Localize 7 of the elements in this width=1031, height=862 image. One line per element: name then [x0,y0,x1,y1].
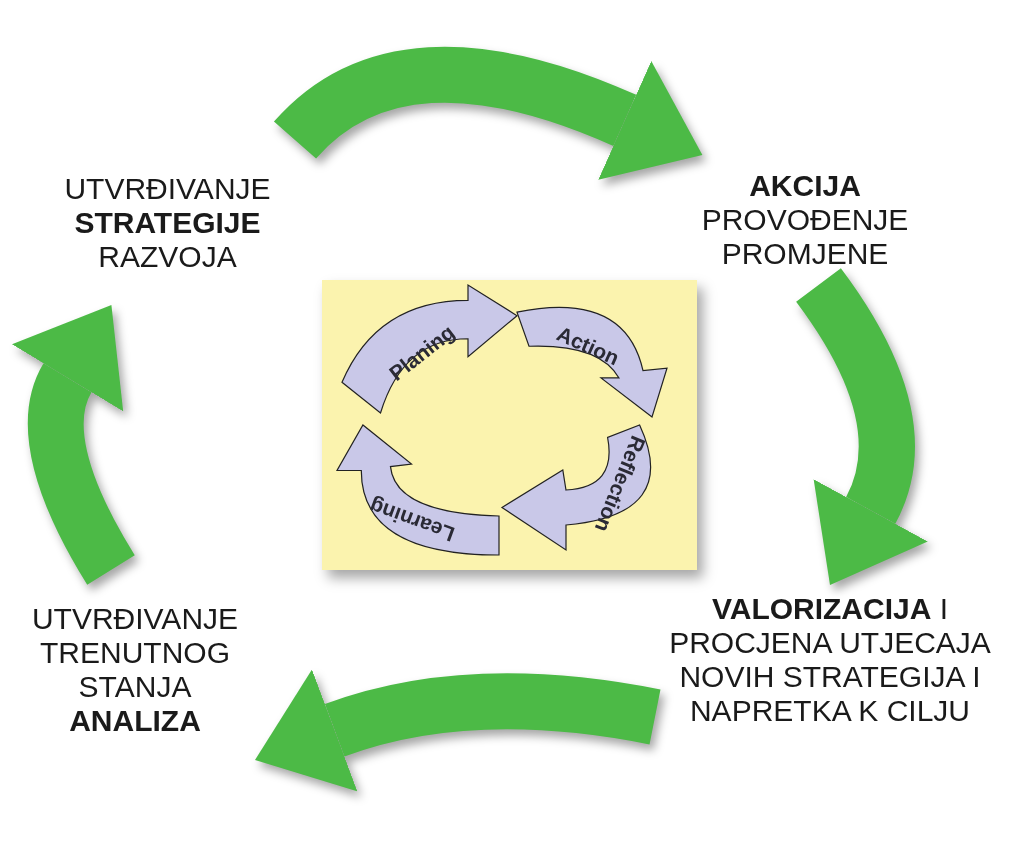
curved-arrow [254,668,660,792]
curved-arrow [795,268,930,588]
stage-label: VALORIZACIJA I PROCJENA UTJECAJA NOVIH STRATEGIJA I NAPRETKA K CILJU [655,585,1005,735]
stage-label: UTVRĐIVANJE TRENUTNOG STANJA ANALIZA [15,570,255,770]
stage-label: UTVRĐIVANJE STRATEGIJE RAZVOJA [40,140,295,305]
panel-background [322,280,697,570]
stage-label: AKCIJA PROVOĐENJE PROMJENE [670,155,940,285]
